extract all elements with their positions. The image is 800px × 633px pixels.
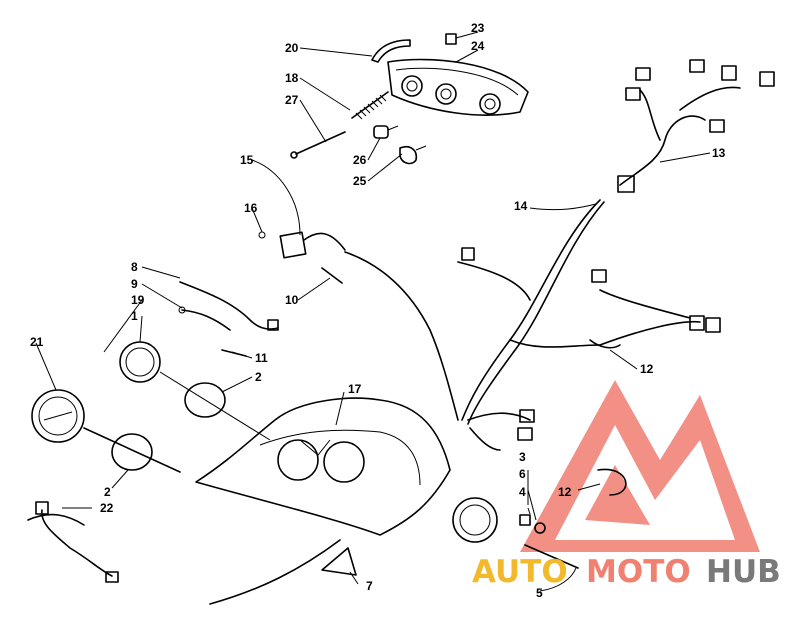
callout-22: 22 [100, 501, 114, 515]
main-wiring-harness [344, 199, 721, 451]
part-20-strip [371, 39, 411, 63]
callout-14: 14 [514, 199, 528, 213]
callout-17: 17 [348, 382, 362, 396]
callout-19: 19 [131, 293, 145, 307]
callout-18: 18 [285, 71, 299, 85]
callout-12-lower: 12 [558, 485, 572, 499]
callout-2-lower: 2 [104, 485, 111, 499]
watermark-word-hub: HUB [706, 554, 781, 590]
callout-1: 1 [131, 309, 138, 323]
part-18-spring [351, 91, 389, 120]
callout-15: 15 [240, 153, 254, 167]
part-2-ring-lower [111, 433, 153, 471]
part-12-clamp [597, 468, 627, 496]
callout-25: 25 [353, 174, 367, 188]
gauge-wire-set [178, 281, 279, 357]
part-22-wire-lead [27, 501, 119, 583]
callout-10: 10 [285, 293, 299, 307]
part-10-bolt [321, 267, 343, 284]
callout-7: 7 [366, 579, 373, 593]
callout-2-upper: 2 [255, 370, 262, 384]
callout-5: 5 [536, 586, 543, 600]
watermark-word-moto: MOTO [586, 554, 691, 590]
part-26-bulb [373, 125, 399, 139]
watermark-logo [520, 380, 760, 552]
callout-8: 8 [131, 260, 138, 274]
part-2-ring-upper [184, 382, 226, 418]
instrument-cluster-housing [387, 58, 529, 116]
part-7-decal [209, 539, 357, 605]
part-3-tachometer [452, 497, 579, 569]
callout-4: 4 [519, 485, 526, 499]
part-27-screw [290, 131, 346, 159]
part-15-regulator [258, 231, 346, 259]
part-17-dash-panel [195, 397, 451, 536]
callout-20: 20 [285, 41, 299, 55]
part-13-harness-branch [617, 59, 775, 193]
callout-12-upper: 12 [640, 362, 654, 376]
callout-6: 6 [519, 467, 526, 481]
callout-21: 21 [30, 335, 44, 349]
callout-16: 16 [244, 201, 258, 215]
callout-24: 24 [471, 39, 485, 53]
callout-27: 27 [285, 93, 299, 107]
watermark-word-auto: AUTO [472, 554, 568, 590]
part-21-gauge [31, 389, 181, 473]
callout-9: 9 [131, 277, 138, 291]
part-1-gauge [119, 341, 271, 441]
leader-lines [35, 31, 711, 592]
part-23-clip [445, 33, 457, 45]
callout-13: 13 [712, 146, 726, 160]
callout-11: 11 [255, 351, 268, 365]
callout-3: 3 [519, 450, 526, 464]
callout-26: 26 [353, 153, 367, 167]
callout-23: 23 [471, 21, 485, 35]
watermark-text: AUTO MOTO HUB [472, 554, 781, 590]
part-25-socket [399, 145, 427, 165]
part-12-clamp-upper [589, 339, 621, 349]
